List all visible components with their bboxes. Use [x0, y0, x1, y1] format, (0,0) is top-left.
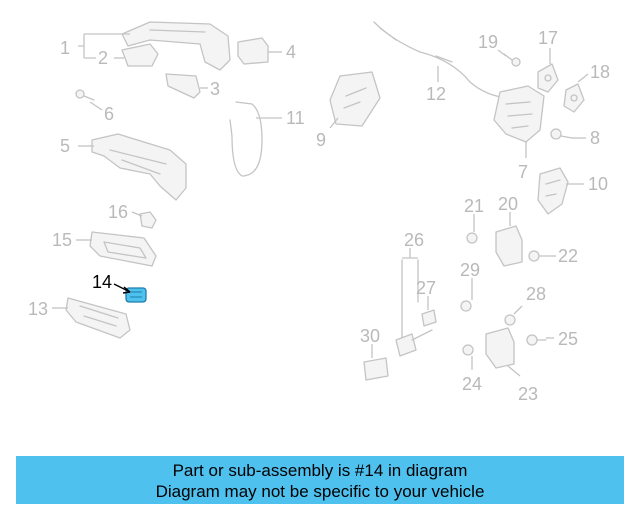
- callout-2: 2: [98, 48, 108, 68]
- part-4-cap: [237, 37, 269, 65]
- part-13-trim: [65, 297, 131, 339]
- banner-line-2: Diagram may not be specific to your vehi…: [155, 482, 485, 501]
- part-7-latch: [493, 85, 545, 143]
- callout-20: 20: [498, 194, 518, 214]
- part-11-cable: [229, 101, 263, 177]
- callout-19: 19: [478, 32, 498, 52]
- callout-6: 6: [104, 104, 114, 124]
- part-19-bolt: [503, 53, 521, 67]
- leader-1: [78, 33, 130, 59]
- callout-16: 16: [108, 202, 128, 222]
- part-10-striker: [537, 167, 569, 215]
- callout-10: 10: [588, 174, 608, 194]
- leader-6: [89, 101, 103, 111]
- part-15-inner-handle: [89, 231, 157, 267]
- callout-4: 4: [286, 42, 296, 62]
- callout-23: 23: [518, 384, 538, 404]
- part-18-cover: [563, 83, 585, 113]
- part-29-bolt: [460, 300, 472, 312]
- part-14-highlighted: [125, 287, 147, 303]
- part-26-rod: [395, 259, 433, 357]
- leader-28: [513, 305, 523, 315]
- part-1-outer-handle: [121, 21, 231, 71]
- part-3-bezel: [165, 73, 201, 99]
- info-banner: Part or sub-assembly is #14 in diagram D…: [16, 456, 624, 504]
- part-2-gasket: [121, 43, 159, 67]
- part-27-clip: [421, 309, 437, 327]
- part-25-bolt: [526, 334, 547, 346]
- part-21-bolt: [466, 232, 478, 244]
- banner-line-1: Part or sub-assembly is #14 in diagram: [172, 461, 468, 480]
- part-24-bolt: [462, 344, 474, 356]
- callout-11: 11: [286, 108, 305, 128]
- callout-30: 30: [360, 326, 380, 346]
- callout-26: 26: [404, 230, 424, 250]
- part-16-clip: [139, 211, 157, 229]
- callout-27: 27: [416, 278, 436, 298]
- callout-24: 24: [462, 374, 482, 394]
- callout-18: 18: [590, 62, 610, 82]
- callout-3: 3: [210, 79, 220, 99]
- callout-1: 1: [60, 38, 70, 58]
- leader-19: [497, 49, 507, 57]
- part-23-hinge: [485, 327, 515, 369]
- callout-21: 21: [464, 196, 484, 216]
- callout-5: 5: [60, 136, 70, 156]
- callout-13: 13: [28, 299, 48, 319]
- part-28-bolt: [504, 314, 516, 326]
- callout-8: 8: [590, 128, 600, 148]
- part-5-frame: [91, 133, 187, 201]
- callout-25: 25: [558, 329, 578, 349]
- callout-17: 17: [538, 28, 558, 48]
- callout-7: 7: [518, 162, 528, 182]
- callout-9: 9: [316, 130, 326, 150]
- leader-9: [329, 117, 339, 129]
- callout-15: 15: [52, 230, 72, 250]
- leader-18: [577, 73, 589, 83]
- leader-16: [131, 211, 143, 217]
- callout-29: 29: [460, 260, 480, 280]
- callout-14: 14: [92, 272, 112, 292]
- part-6-screw: [75, 89, 95, 101]
- part-9-bracket: [329, 71, 381, 127]
- parts-diagram: 1 2 3 4 6 5 11 16 15 14 1: [28, 21, 610, 404]
- part-8-screw: [550, 128, 573, 140]
- part-30-module: [363, 357, 389, 381]
- callout-22: 22: [558, 246, 578, 266]
- callout-28: 28: [526, 284, 546, 304]
- leader-23: [507, 365, 521, 377]
- part-17-plate: [537, 63, 559, 93]
- part-20-hinge: [495, 225, 523, 267]
- leader-26: [402, 248, 418, 259]
- part-22-bolt: [528, 250, 549, 262]
- callout-12: 12: [426, 84, 446, 104]
- leader-14: [113, 283, 131, 294]
